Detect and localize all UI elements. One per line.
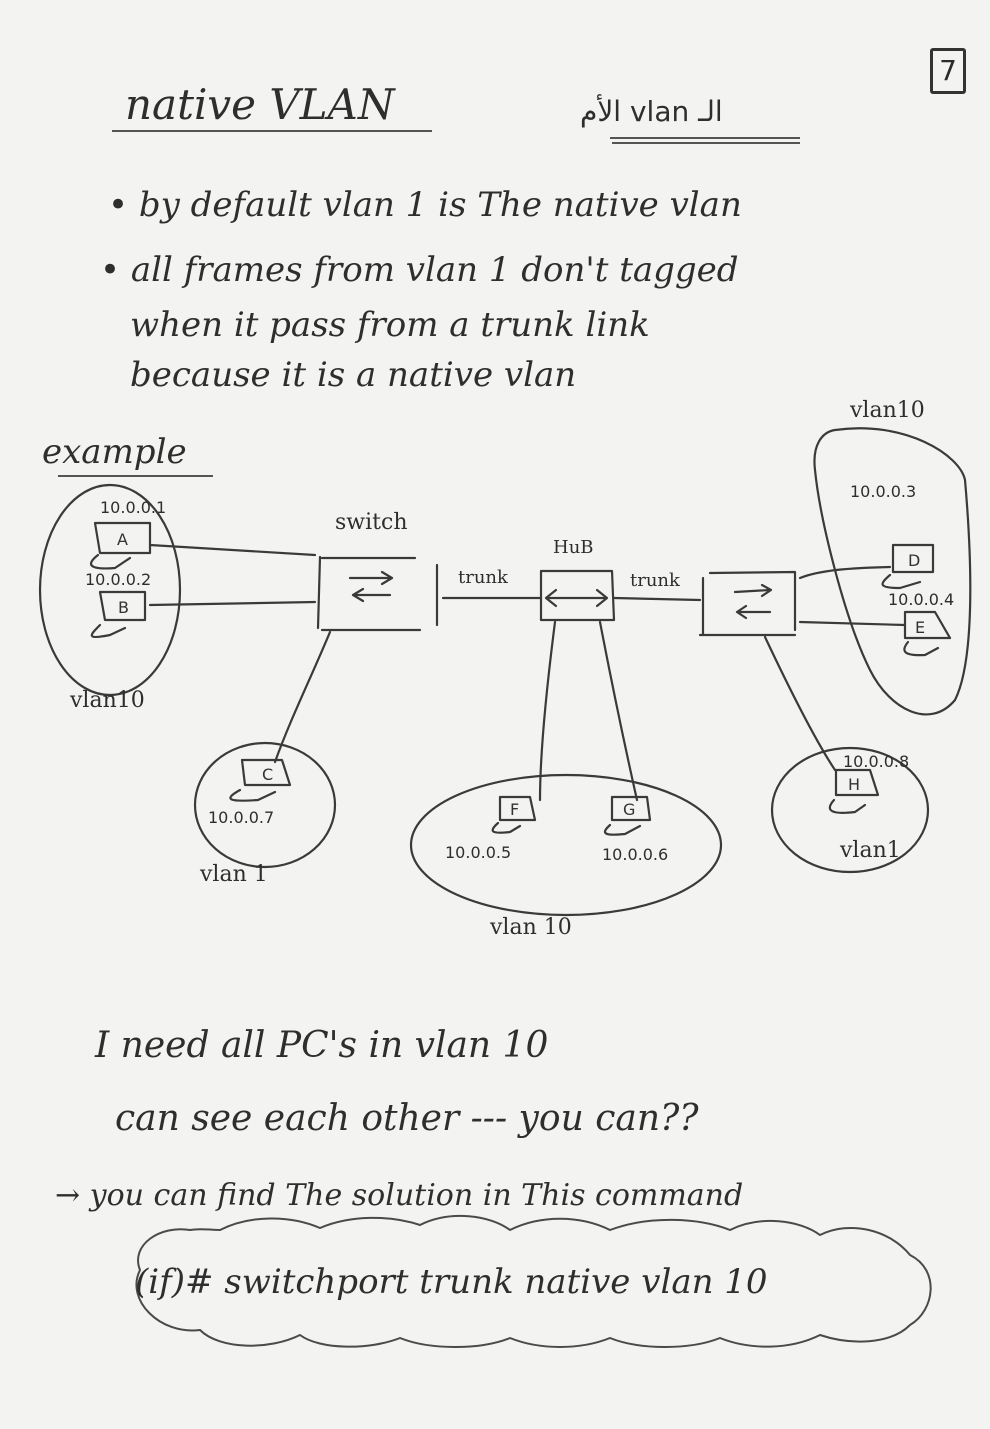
pc-e-icon (903, 610, 952, 657)
page-title: native VLAN (125, 80, 395, 129)
pc-f-icon (491, 795, 537, 834)
arabic-title-underline-2 (612, 142, 800, 144)
trunk-label-left: trunk (458, 567, 508, 588)
pc-d-label: D (908, 551, 920, 570)
vlan10-bottom-group (409, 773, 723, 917)
pc-f-ip: 10.0.0.5 (445, 843, 512, 862)
bullet-trunk-line: when it pass from a trunk link (130, 305, 650, 345)
bullet-default-native: • by default vlan 1 is The native vlan (108, 185, 742, 225)
pc-b-icon (90, 590, 147, 639)
pc-g-ip: 10.0.0.6 (602, 845, 669, 864)
pc-d-ip: 10.0.0.3 (850, 482, 917, 501)
vlan10-right-label: vlan10 (850, 398, 925, 423)
vlan10-bottom-label: vlan 10 (490, 915, 572, 940)
left-switch-icon (316, 555, 439, 632)
command-cloud-outline (135, 1214, 932, 1348)
pc-c-ip: 10.0.0.7 (208, 808, 275, 827)
pc-h-icon (828, 768, 880, 814)
hub-label: HuB (553, 537, 594, 558)
vlan1-left-group (193, 741, 337, 869)
vlan1-right-label: vlan1 (840, 838, 901, 863)
example-heading: example (42, 432, 187, 472)
pc-f-label: F (510, 800, 519, 819)
pc-g-icon (603, 795, 652, 836)
pc-h-ip: 10.0.0.8 (843, 752, 910, 771)
vlan10-left-group (38, 483, 182, 697)
arabic-title: الـ vlan الأم (580, 95, 723, 128)
vlan10-right-group (813, 427, 972, 716)
pc-a-ip: 10.0.0.1 (100, 498, 167, 517)
vlan1-right-group (770, 746, 930, 874)
pc-e-ip: 10.0.0.4 (888, 590, 955, 609)
pc-h-label: H (848, 775, 860, 794)
pc-d-icon (881, 543, 935, 590)
example-underline (58, 475, 213, 477)
question-line-2: can see each other --- you can?? (115, 1098, 699, 1139)
vlan10-left-label: vlan10 (70, 688, 145, 713)
page-number: 7 (930, 48, 966, 94)
right-switch-icon (698, 570, 797, 637)
bullet-native-line: because it is a native vlan (130, 355, 577, 395)
title-underline (112, 130, 432, 132)
pc-e-label: E (915, 618, 925, 637)
pc-b-ip: 10.0.0.2 (85, 570, 152, 589)
pc-a-label: A (117, 530, 128, 549)
bullet-untagged-frames: • all frames from vlan 1 don't tagged (100, 250, 739, 290)
trunk-label-right: trunk (630, 570, 680, 591)
switch-label: switch (335, 510, 408, 535)
question-line-1: I need all PC's in vlan 10 (95, 1025, 549, 1066)
question-line-3: → you can find The solution in This comm… (55, 1178, 744, 1213)
pc-g-label: G (623, 800, 635, 819)
hub-icon (539, 569, 616, 622)
arabic-title-underline (610, 137, 800, 139)
pc-c-label: C (262, 765, 273, 784)
network-diagram: A B C D E F G H (38, 427, 972, 917)
pc-a-icon (89, 521, 152, 570)
vlan1-left-label: vlan 1 (200, 862, 268, 887)
pc-b-label: B (118, 598, 129, 617)
pc-c-icon (229, 758, 292, 802)
command-text: (if)# switchport trunk native vlan 10 (135, 1262, 768, 1302)
